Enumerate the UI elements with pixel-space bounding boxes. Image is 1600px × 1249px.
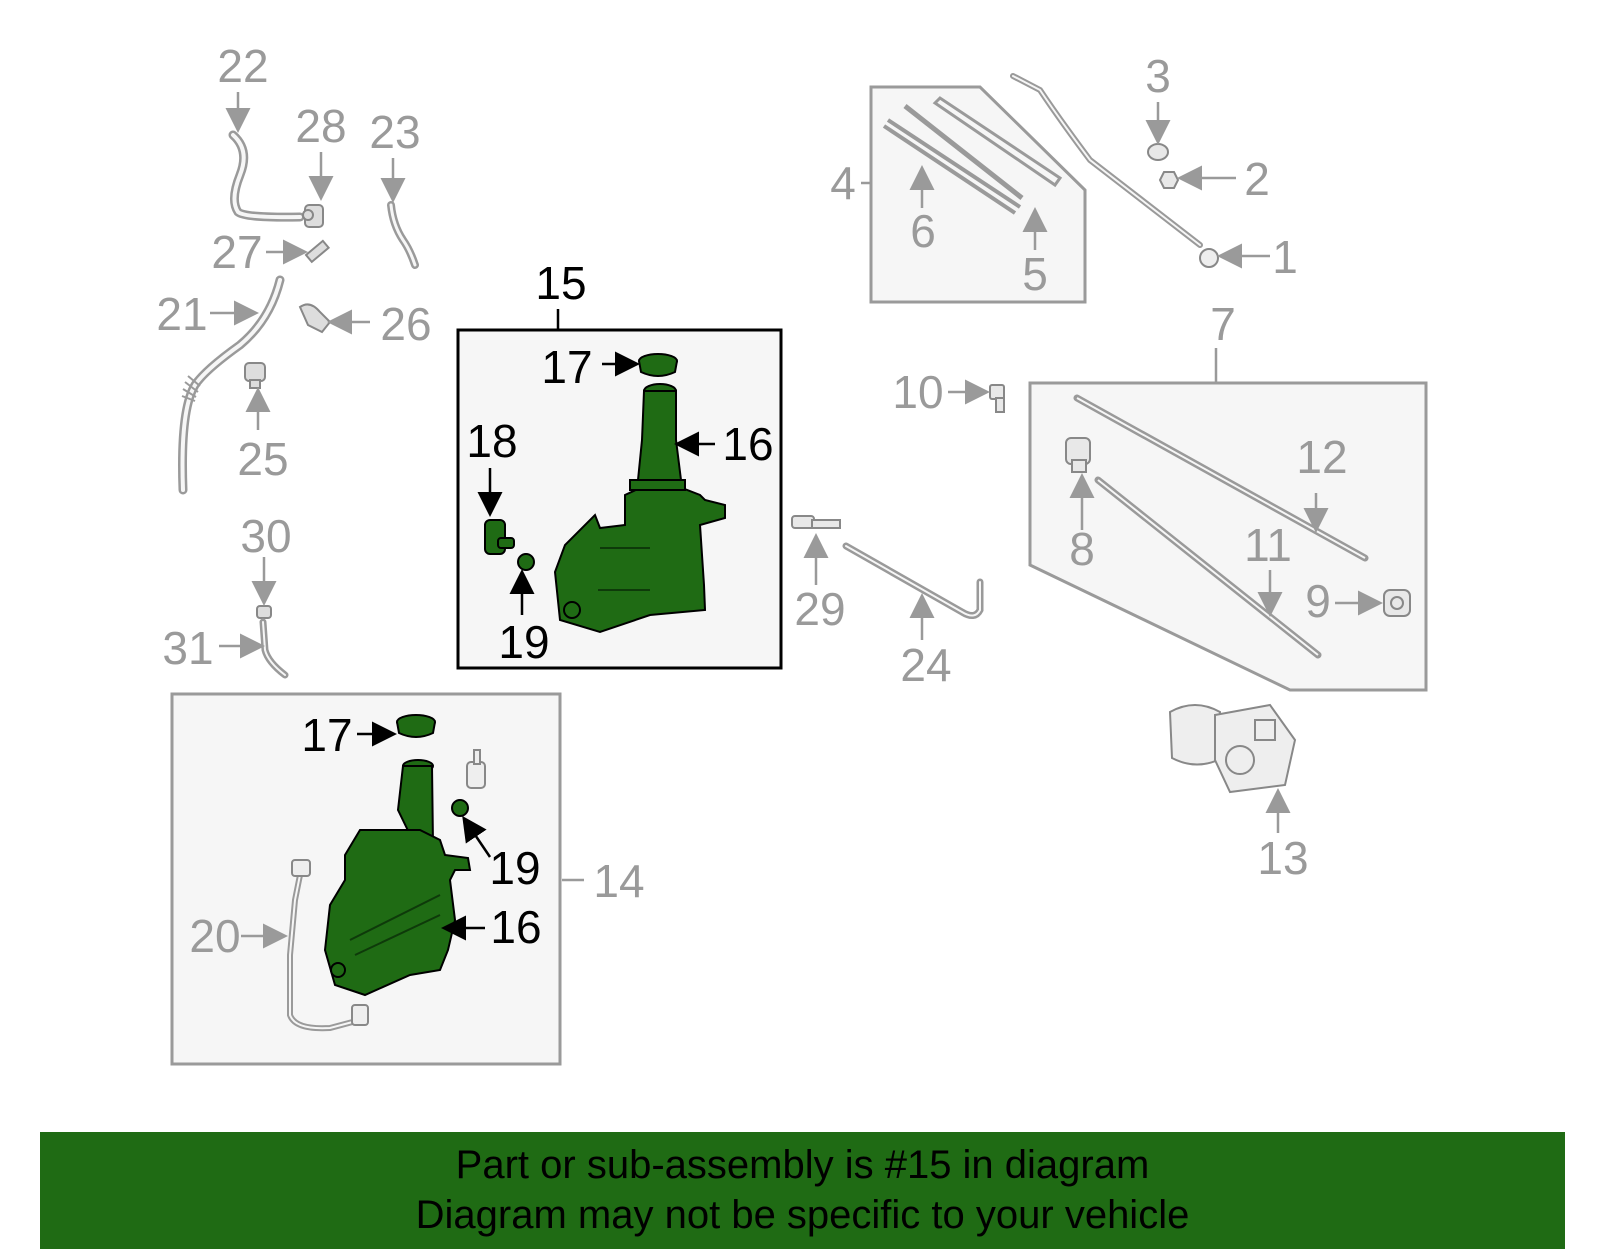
pump-box14 — [466, 749, 486, 789]
grommet-19-box14 — [451, 799, 469, 817]
callout-4: 4 — [830, 157, 856, 209]
clip-25 — [244, 362, 266, 389]
connector-20a — [291, 859, 311, 877]
black-callouts: 15 17 16 18 19 17 19 16 — [301, 257, 773, 953]
connector-20b — [351, 1004, 369, 1026]
cap-17-highlight — [638, 353, 678, 377]
callout-16-box14: 16 — [490, 901, 541, 953]
link-11-inner — [1097, 479, 1319, 656]
callout-20: 20 — [189, 910, 240, 962]
callout-6: 6 — [910, 205, 936, 257]
callout-30: 30 — [240, 510, 291, 562]
hose-21-inner — [180, 278, 282, 492]
callout-10: 10 — [892, 366, 943, 418]
hose-24-inner — [845, 545, 981, 617]
wiper-blade-6 — [882, 118, 1022, 215]
callout-23: 23 — [369, 106, 420, 158]
cap-3 — [1147, 143, 1169, 161]
reservoir-16-box14 — [323, 759, 472, 997]
callout-2: 2 — [1244, 153, 1270, 205]
gray-leaders — [210, 92, 1383, 949]
callout-24: 24 — [900, 639, 951, 691]
callout-26: 26 — [380, 298, 431, 350]
callout-7: 7 — [1210, 298, 1236, 350]
bolt-10 — [989, 384, 1005, 413]
callout-12: 12 — [1296, 431, 1347, 483]
reservoir-16-highlight — [553, 383, 726, 634]
banner-line-1: Part or sub-assembly is #15 in diagram — [455, 1143, 1150, 1187]
callout-5: 5 — [1022, 248, 1048, 300]
wiper-blade-box — [869, 85, 1087, 304]
arm-pivot-1 — [1199, 248, 1219, 268]
pivot-8 — [1065, 437, 1091, 473]
wiper-arm-1-inner — [1012, 75, 1201, 246]
pump-18-highlight — [484, 519, 515, 555]
callout-15[interactable]: 15 — [535, 257, 586, 309]
grommet-19-highlight — [517, 553, 535, 571]
callout-29: 29 — [794, 583, 845, 635]
hose-21-corrugation — [181, 375, 201, 402]
elbow-30-31 — [256, 605, 289, 679]
callout-28: 28 — [295, 100, 346, 152]
callout-17-box14: 17 — [301, 709, 352, 761]
callout-8: 8 — [1069, 523, 1095, 575]
callout-17-box15: 17 — [541, 341, 592, 393]
clip-26 — [298, 303, 332, 334]
nozzle-29 — [791, 515, 841, 529]
info-banner: Part or sub-assembly is #15 in diagram D… — [40, 1132, 1565, 1249]
callout-14: 14 — [593, 855, 644, 907]
callout-19-box15: 19 — [498, 616, 549, 668]
pivot-9 — [1383, 589, 1411, 617]
callout-16-box15: 16 — [722, 418, 773, 470]
callout-18: 18 — [466, 415, 517, 467]
callout-9: 9 — [1305, 575, 1331, 627]
linkage-box — [1028, 381, 1428, 692]
callout-11: 11 — [1244, 519, 1292, 571]
callout-27: 27 — [211, 226, 262, 278]
nut-2 — [1158, 171, 1180, 189]
callout-19-box14: 19 — [489, 842, 540, 894]
wiper-motor-13 — [1168, 703, 1297, 794]
callout-31: 31 — [162, 622, 213, 674]
black-leaders — [357, 309, 715, 941]
callout-3: 3 — [1145, 50, 1171, 102]
banner-line-2: Diagram may not be specific to your vehi… — [415, 1193, 1190, 1237]
gray-callouts: 22 28 23 27 21 26 25 30 31 3 2 1 4 6 5 7… — [156, 40, 1347, 962]
hose-22-inner — [231, 133, 302, 220]
callout-21: 21 — [156, 288, 207, 340]
cap-17-box14 — [396, 714, 436, 738]
callout-13: 13 — [1257, 832, 1308, 884]
clip-27 — [304, 239, 331, 264]
wiper-blade-5 — [903, 96, 1063, 200]
hose-23-inner — [389, 203, 417, 267]
wire-20-inner — [289, 874, 361, 1030]
callout-1: 1 — [1272, 231, 1298, 283]
connector-28 — [302, 204, 324, 228]
callout-25: 25 — [237, 433, 288, 485]
callout-22: 22 — [217, 40, 268, 92]
